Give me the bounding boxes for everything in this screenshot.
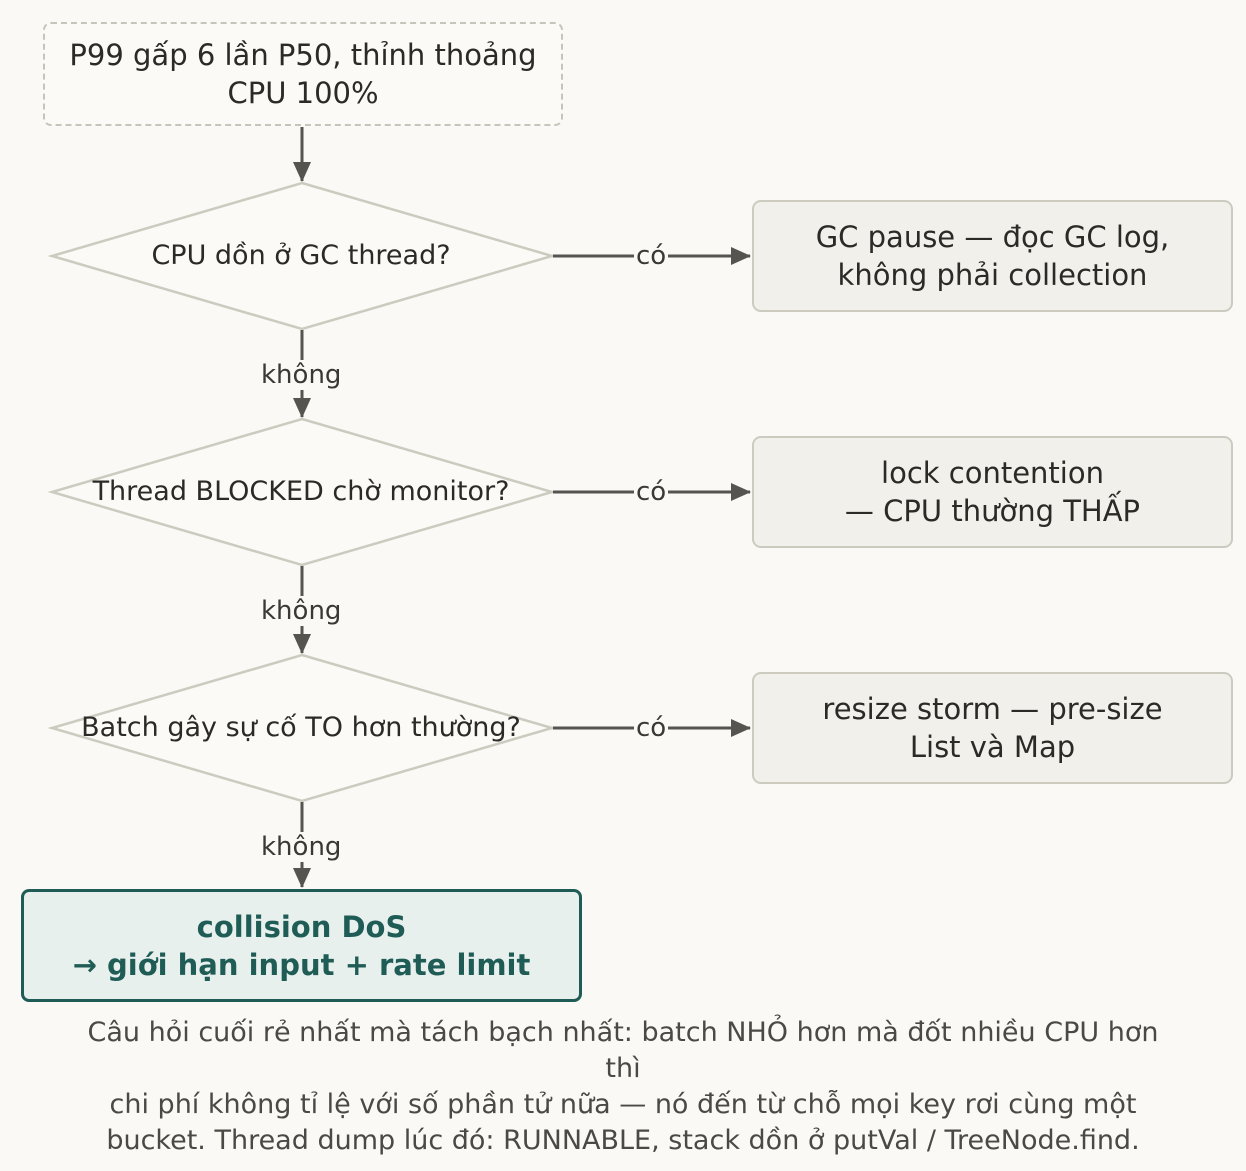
decision-label-gc: CPU dồn ở GC thread? bbox=[151, 240, 451, 271]
caption-line-4: bucket. Thread dump lúc đó: RUNNABLE, st… bbox=[106, 1125, 1140, 1156]
edge-label-yes-batch: có bbox=[634, 713, 669, 743]
edge-label-yes-gc: có bbox=[634, 241, 669, 271]
final-line-2: → giới hạn input + rate limit bbox=[72, 947, 531, 982]
result-lock-line-2: — CPU thường THẤP bbox=[844, 494, 1141, 528]
decision-diamond-blocked bbox=[47, 417, 557, 567]
decision-label-batch: Batch gây sự cố TO hơn thường? bbox=[81, 712, 521, 743]
caption-text: Câu hỏi cuối rẻ nhất mà tách bạch nhất: … bbox=[40, 1015, 1206, 1159]
result-resize-line-1: resize storm — pre-size bbox=[822, 692, 1163, 726]
caption-line-2: thì bbox=[605, 1053, 641, 1084]
start-line-2: CPU 100% bbox=[227, 76, 379, 110]
result-gc-line-1: GC pause — đọc GC log, bbox=[815, 220, 1170, 254]
final-conclusion-box: collision DoS → giới hạn input + rate li… bbox=[21, 889, 582, 1002]
final-line-1: collision DoS bbox=[196, 909, 407, 944]
result-resize-line-2: List và Map bbox=[909, 730, 1076, 764]
decision-diamond-batch bbox=[47, 653, 557, 803]
result-box-gc-pause: GC pause — đọc GC log, không phải collec… bbox=[752, 200, 1233, 312]
start-symptom-box: P99 gấp 6 lần P50, thỉnh thoảng CPU 100% bbox=[43, 22, 563, 126]
start-line-1: P99 gấp 6 lần P50, thỉnh thoảng bbox=[69, 38, 537, 72]
edge-label-no-batch: không bbox=[259, 832, 344, 862]
edge-label-no-blocked: không bbox=[259, 596, 344, 626]
edge-label-no-gc: không bbox=[259, 360, 344, 390]
result-lock-line-1: lock contention bbox=[881, 456, 1104, 490]
edge-label-yes-blocked: có bbox=[634, 477, 669, 507]
result-gc-line-2: không phải collection bbox=[837, 258, 1148, 292]
decision-diamond-gc bbox=[47, 181, 557, 331]
result-box-lock-contention: lock contention — CPU thường THẤP bbox=[752, 436, 1233, 548]
caption-line-3: chi phí không tỉ lệ với số phần tử nữa —… bbox=[109, 1089, 1137, 1120]
decision-label-blocked: Thread BLOCKED chờ monitor? bbox=[92, 476, 510, 507]
caption-line-1: Câu hỏi cuối rẻ nhất mà tách bạch nhất: … bbox=[87, 1017, 1159, 1048]
result-box-resize-storm: resize storm — pre-size List và Map bbox=[752, 672, 1233, 784]
